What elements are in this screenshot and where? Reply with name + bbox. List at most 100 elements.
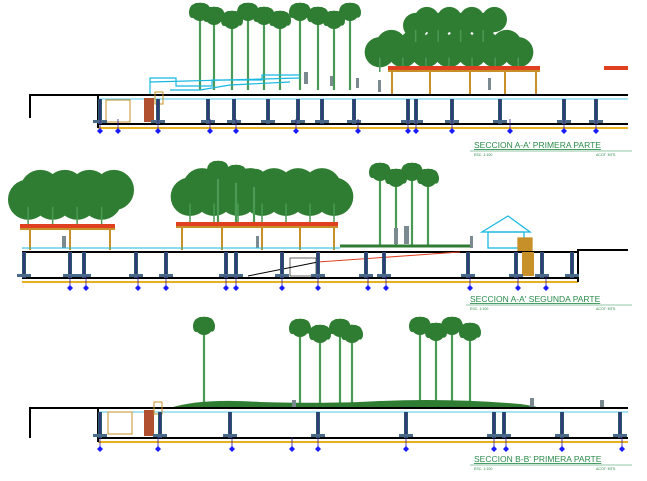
column [93, 412, 107, 438]
column [153, 412, 167, 438]
grid-marker [405, 119, 411, 134]
grid-marker [365, 276, 371, 291]
grid-marker [315, 437, 321, 452]
grid-marker [135, 276, 141, 291]
column [201, 99, 215, 124]
column [535, 252, 549, 278]
column [315, 99, 329, 124]
grid-marker [67, 276, 73, 291]
palm-crown [440, 316, 464, 335]
slab [22, 244, 628, 283]
canopy [403, 6, 507, 42]
section-scale: ESC. 1:100 [470, 307, 488, 311]
column [275, 252, 289, 278]
section-title: SECCION A-A' PRIMERA PARTE [474, 140, 601, 150]
column [565, 252, 579, 278]
section-aa-part-1: SECCION A-A' PRIMERA PARTE ESC. 1:100 AC… [29, 2, 632, 157]
column [493, 99, 507, 124]
grid-marker [289, 437, 295, 452]
column [227, 99, 241, 124]
grid-marker [233, 119, 239, 134]
column [219, 252, 233, 278]
column [63, 252, 77, 278]
grid-marker [503, 437, 509, 452]
column [129, 252, 143, 278]
people-figures [292, 398, 604, 408]
grid-marker [593, 119, 599, 134]
grid-marker [383, 276, 389, 291]
grid-markers [97, 119, 599, 134]
grid-marker [561, 119, 567, 134]
palm-crown [206, 160, 230, 179]
grid-marker [293, 119, 299, 134]
people-figures [62, 226, 473, 248]
palm-crown [308, 324, 332, 343]
section-units: ACOT. MTS. [596, 307, 616, 311]
grid-marker [97, 437, 103, 452]
grid-marker [83, 276, 89, 291]
grid-marker [515, 276, 521, 291]
grid-marker [115, 119, 121, 134]
grid-markers [67, 276, 549, 291]
grid-marker [233, 276, 239, 291]
palm-crown [192, 316, 216, 335]
section-units: ACOT. MTS. [596, 153, 616, 157]
ramp [247, 251, 534, 277]
railing [149, 74, 301, 95]
grid-marker [163, 276, 169, 291]
tree-group [188, 2, 534, 90]
title-block: SECCION A-A' PRIMERA PARTE ESC. 1:100 AC… [470, 140, 632, 157]
section-title: SECCION A-A' SEGUNDA PARTE [470, 294, 601, 304]
grid-markers [97, 437, 625, 452]
people-figures [304, 72, 491, 92]
pergola [20, 222, 338, 250]
grid-marker [449, 119, 455, 134]
palm-crown [322, 10, 346, 29]
palm-crown [400, 162, 424, 181]
column [223, 412, 237, 438]
section-title: SECCION B-B' PRIMERA PARTE [474, 454, 602, 464]
column [347, 99, 361, 124]
column [509, 252, 523, 278]
section-units: ACOT. MTS. [596, 467, 616, 471]
grid-marker [207, 119, 213, 134]
canopy [364, 29, 534, 72]
grid-marker [279, 276, 285, 291]
grid-marker [507, 119, 513, 134]
section-aa-part-2: SECCION A-A' SEGUNDA PARTE ESC. 1:100 AC… [7, 160, 632, 311]
grid-marker [315, 276, 321, 291]
column [461, 252, 475, 278]
pergola [388, 66, 628, 95]
grid-marker [559, 437, 565, 452]
grid-marker [223, 276, 229, 291]
palm-crown [242, 168, 266, 187]
slab [29, 94, 628, 129]
column [159, 252, 173, 278]
palm-crown [338, 2, 362, 21]
grid-marker [403, 437, 409, 452]
canopy [7, 169, 135, 226]
column [487, 412, 501, 438]
column-row [93, 99, 603, 124]
grid-marker [355, 119, 361, 134]
column [377, 252, 391, 278]
planted-mound [170, 400, 540, 408]
section-bb-part-1: SECCION B-B' PRIMERA PARTE ESC. 1:100 AC… [29, 316, 632, 471]
column [497, 412, 511, 438]
grid-marker [155, 437, 161, 452]
title-block: SECCION B-B' PRIMERA PARTE ESC. 1:100 AC… [470, 454, 632, 471]
column [311, 412, 325, 438]
palm-crown [202, 6, 226, 25]
tree-group [7, 160, 440, 246]
grid-marker [229, 437, 235, 452]
slab [29, 407, 628, 443]
palm-crown [236, 2, 260, 21]
palm-crown [340, 324, 364, 343]
section-scale: ESC. 1:100 [474, 467, 492, 471]
column [17, 252, 31, 278]
palm-crown [306, 6, 330, 25]
column-row [93, 412, 627, 438]
column [613, 412, 627, 438]
grid-marker [619, 437, 625, 452]
